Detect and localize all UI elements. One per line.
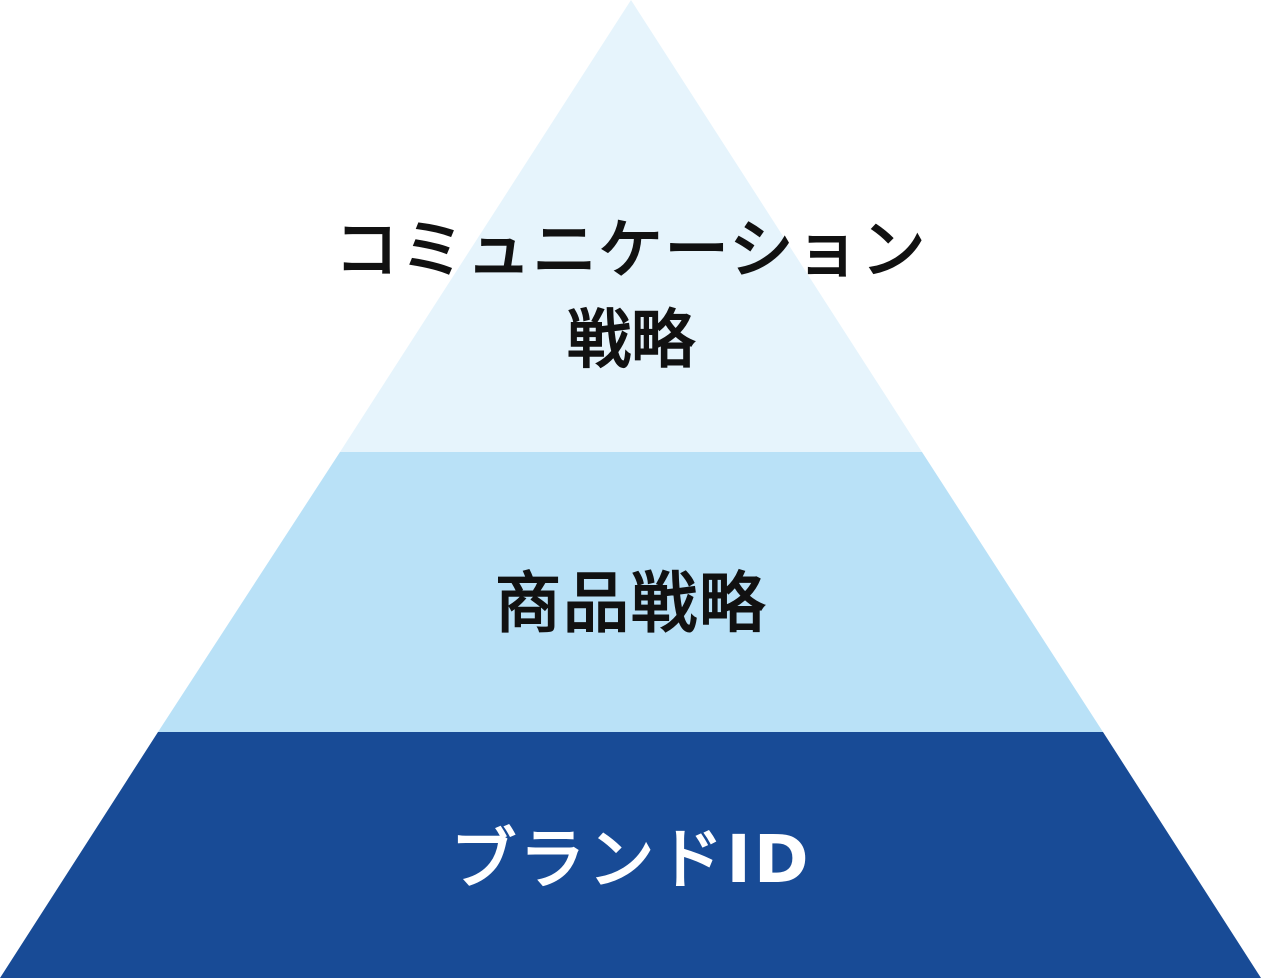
tier-middle-label: 商品戦略 [495,565,767,642]
tier-bottom-shape [0,732,1261,978]
tier-top-shape [340,0,922,452]
tier-top-label-line-1: コミュニケーション [335,214,928,288]
tier-bottom-label: ブランドID [450,821,811,898]
tier-top-label-line-2: 戦略 [567,304,696,378]
tier-middle-shape [158,452,1103,732]
